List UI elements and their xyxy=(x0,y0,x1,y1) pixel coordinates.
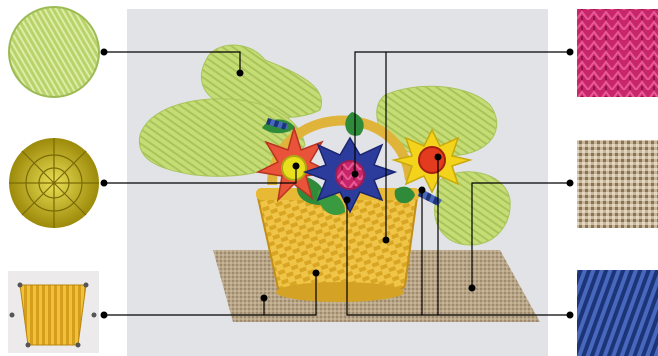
swatch-stem-fill xyxy=(577,270,658,356)
basket-base xyxy=(276,282,404,302)
swatch-basket-fill xyxy=(8,271,99,353)
swatch-flower-center-fill xyxy=(9,138,99,228)
swatch-petal-fill xyxy=(577,9,658,97)
swatch-leaf-fill xyxy=(9,7,99,97)
swatch-rug-fill xyxy=(577,140,658,228)
